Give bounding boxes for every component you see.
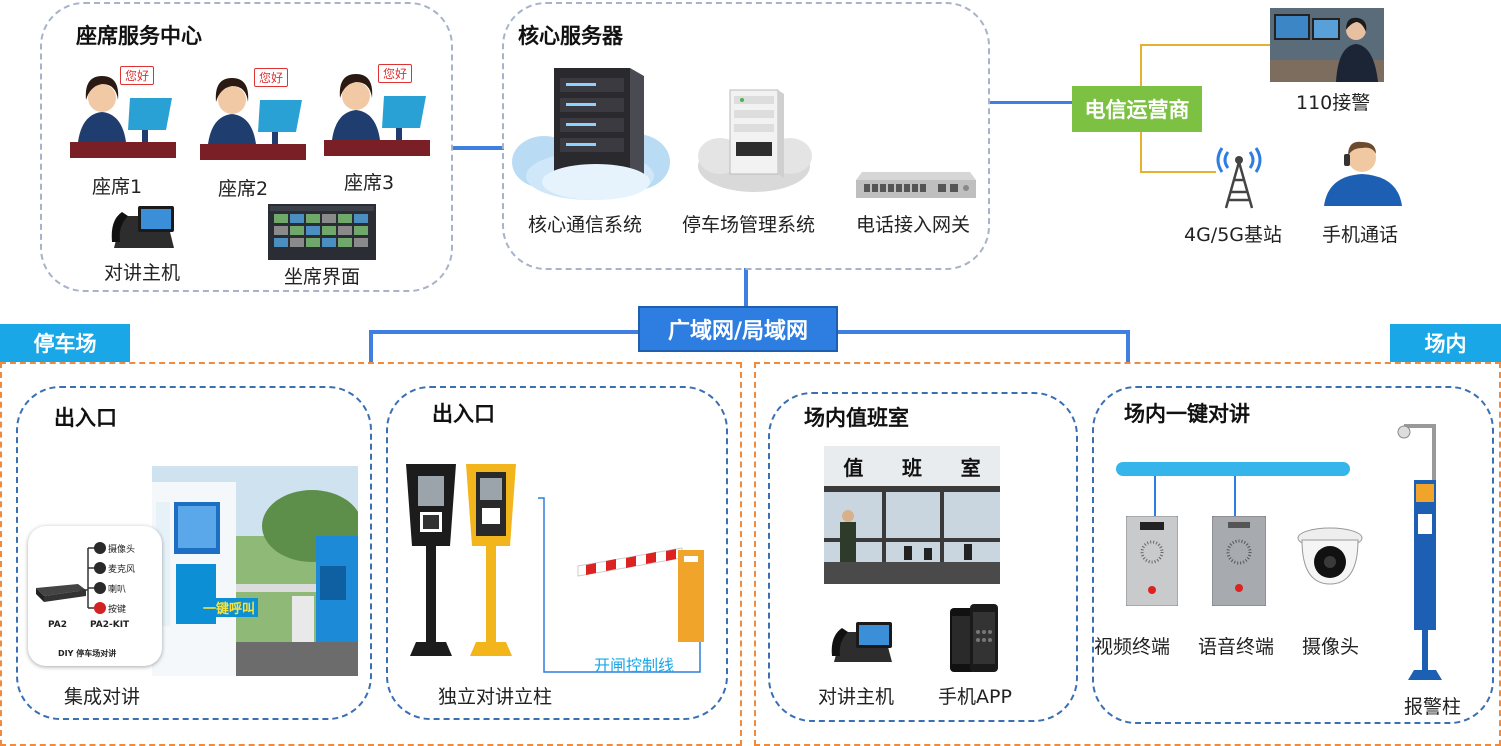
parking-mgmt-label: 停车场管理系统 [682,214,816,236]
video-terminal-icon [1125,515,1179,607]
standalone-pillar-label: 独立对讲立柱 [438,686,553,708]
entrance-standalone-panel [386,386,728,720]
seat-greeting-bubble: 您好 [378,64,413,83]
inset-legend-item: 摄像头 [108,545,136,555]
phone-gateway-label: 电话接入网关 [856,214,971,236]
alarm-column-icon [1394,414,1446,686]
link-network-parking [369,330,641,334]
core-comm-label: 核心通信系统 [528,214,643,236]
telecom-line-station [1140,130,1142,172]
inside-zone-boundary [754,362,1501,746]
camera-label: 摄像头 [1302,636,1360,658]
alarm-column-label: 报警柱 [1404,696,1462,718]
seat-ui-label: 坐席界面 [284,266,361,288]
integrated-intercom-label: 集成对讲 [64,686,141,708]
entrance-integrated-panel [16,386,372,720]
duty-sign-char: 值 [843,455,864,480]
seat-label: 座席3 [344,172,395,194]
police-call-photo [1270,8,1384,82]
intercom-pillar-yellow-icon [462,460,520,656]
seat-greeting-bubble: 您好 [120,66,155,85]
inset-caption: DIY 停车场对讲 [58,649,117,658]
console-screen-icon [268,204,376,260]
control-line-bracket [536,496,702,676]
camera-dot-icon [94,542,106,554]
wan-lan-box: 广域网/局域网 [638,306,838,352]
parking-zone-boundary [0,362,742,746]
smartphone-app-icon [948,604,1000,676]
mobile-call-label: 手机通话 [1322,224,1399,246]
one-key-call-sign: 一键呼叫 [200,598,259,617]
inside-zone-tag: 场内 [1390,324,1501,362]
barrier-gate-icon [576,546,706,644]
parking-server-icon [696,86,812,196]
duty-room-panel [768,392,1078,722]
telecom-line-police-h [1140,44,1270,46]
seat-operator-icon [322,62,434,158]
intercom-module-icon [36,580,86,604]
link-seat-core [452,146,504,150]
mobile-app-label: 手机APP [938,686,1012,708]
parking-zone-tag: 停车场 [0,324,130,362]
duty-desk-phone-icon [828,618,898,666]
entrance-standalone-title: 出入口 [432,402,495,426]
telecom-operator-box: 电信运营商 [1072,86,1202,132]
inset-device-label: PA2-KIT [90,620,130,630]
base-station-icon [1212,140,1266,210]
one-key-bus-bar [1116,462,1350,476]
telecom-line-station-h [1140,171,1216,173]
seat-operator-icon [198,66,310,162]
intercom-host-label: 对讲主机 [104,262,181,284]
duty-sign-char: 班 [901,455,922,480]
core-server-title: 核心服务器 [518,24,623,48]
one-key-panel [1092,386,1494,724]
duty-room-title: 场内值班室 [804,406,909,430]
seat-center-title: 座席服务中心 [76,24,202,48]
link-network-inside [837,330,1129,334]
one-key-title: 场内一键对讲 [1124,402,1250,426]
entrance-integrated-title: 出入口 [54,406,117,430]
gateway-icon [856,164,976,200]
seat-label: 座席2 [218,178,269,200]
seat-greeting-bubble: 您好 [254,68,289,87]
duty-sign-board: 值 班 室 [824,446,1000,486]
link-core-network [744,268,748,308]
inset-legend-item: 喇叭 [108,585,127,595]
link-network-inside-drop [1126,330,1130,362]
duty-room-photo: 值 班 室 [824,446,1000,584]
voice-terminal-label: 语音终端 [1198,636,1275,658]
intercom-pillar-black-icon [402,460,460,656]
desk-phone-icon [108,202,180,252]
inset-legend-item: 麦克风 [108,565,136,575]
dome-camera-icon [1296,524,1364,588]
duty-sign-char: 室 [960,455,981,480]
inset-legend-item: 按键 [108,605,127,615]
telecom-line-police [1140,44,1142,90]
mobile-caller-icon [1322,136,1404,206]
link-core-telecom [988,101,1072,104]
police-110-label: 110接警 [1296,92,1371,114]
seat-label: 座席1 [92,176,143,198]
gate-control-line-label: 开闸控制线 [594,656,675,675]
bus-drop-video [1154,476,1156,516]
microphone-dot-icon [94,562,106,574]
button-dot-icon [94,602,106,614]
voice-terminal-icon [1211,515,1267,607]
core-server-panel [502,2,990,270]
seat-center-panel [40,2,453,292]
link-network-parking-drop [369,330,373,362]
bus-drop-voice [1234,476,1236,516]
server-cloud-icon [510,64,672,204]
duty-intercom-label: 对讲主机 [818,686,895,708]
inset-device-label: PA2 [48,620,67,630]
video-terminal-label: 视频终端 [1094,636,1171,658]
speaker-dot-icon [94,582,106,594]
kiosk-photo [142,466,362,676]
seat-operator-icon [68,64,180,160]
base-station-label: 4G/5G基站 [1184,224,1283,246]
